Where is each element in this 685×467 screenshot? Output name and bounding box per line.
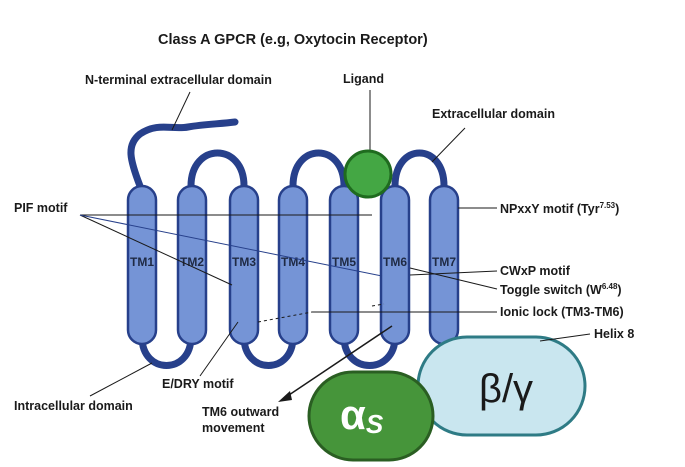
npxxy-end: ) [615, 202, 619, 216]
tm6-move-label-2: movement [202, 421, 265, 435]
alpha-s-label: αS [340, 391, 384, 439]
diagram-title: Class A GPCR (e.g, Oxytocin Receptor) [158, 32, 428, 48]
intracellular-leader [89, 362, 153, 397]
npxxy-superscript: 7.53 [600, 201, 616, 210]
icl-3 [340, 333, 399, 369]
extracellular-label: Extracellular domain [432, 107, 555, 121]
npxxy-label: NPxxY motif (Tyr7.53) [500, 201, 619, 216]
tm6-move-arrow-line [285, 325, 393, 398]
tm6-move-label-1: TM6 outward [202, 405, 279, 419]
helix-tm2 [176, 184, 208, 346]
toggle-text: Toggle switch (W [500, 283, 602, 297]
helix8-leader [539, 333, 591, 342]
alpha-symbol: α [340, 391, 366, 438]
toggle-end: ) [617, 283, 621, 297]
tm2-label: TM2 [180, 255, 204, 269]
intracellular-label: Intracellular domain [14, 399, 133, 413]
tm5-label: TM5 [332, 255, 356, 269]
toggle-leader [409, 267, 498, 290]
ecl-3 [391, 149, 448, 190]
alpha-subscript: S [366, 409, 384, 439]
cwxp-label: CWxP motif [500, 264, 571, 278]
pif-leader-2 [79, 214, 233, 286]
helix-tm1 [126, 184, 158, 346]
ligand-circle [343, 149, 393, 199]
ecl-2 [289, 149, 348, 190]
n-terminal-label: N-terminal extracellular domain [85, 73, 272, 87]
tm6-label: TM6 [383, 255, 407, 269]
tm3-label: TM3 [232, 255, 256, 269]
toggle-superscript: 6.48 [602, 282, 618, 291]
pif-label: PIF motif [14, 201, 68, 215]
icl-1 [138, 333, 195, 369]
n-terminal-leader [171, 91, 191, 131]
helix8-label: Helix 8 [594, 327, 634, 341]
tm4-label: TM4 [281, 255, 305, 269]
npxxy-text: NPxxY motif (Tyr [500, 202, 600, 216]
tm6-move-arrowhead [278, 391, 292, 402]
alpha-s-subunit [307, 370, 435, 462]
helix-tm6 [379, 184, 411, 346]
beta-gamma-label: β/γ [479, 367, 533, 411]
ecl-1 [187, 149, 248, 190]
pif-leader-3 [79, 214, 383, 277]
tm-helices [126, 184, 460, 346]
ionic-lock-label: Ionic lock (TM3-TM6) [500, 305, 624, 319]
ligand-label: Ligand [343, 72, 384, 86]
tm7-label: TM7 [432, 255, 456, 269]
helix-tm3 [228, 184, 260, 346]
extracellular-leader [431, 127, 466, 163]
n-terminal-tail [127, 118, 239, 190]
cwxp-leader [409, 270, 498, 276]
icl-2 [240, 333, 297, 369]
ionic-lock-dash-right [371, 303, 385, 307]
edry-leader [199, 321, 239, 377]
helix-tm4 [277, 184, 309, 346]
tm1-label: TM1 [130, 255, 154, 269]
toggle-label: Toggle switch (W6.48) [500, 282, 622, 297]
edry-label: E/DRY motif [162, 377, 234, 391]
